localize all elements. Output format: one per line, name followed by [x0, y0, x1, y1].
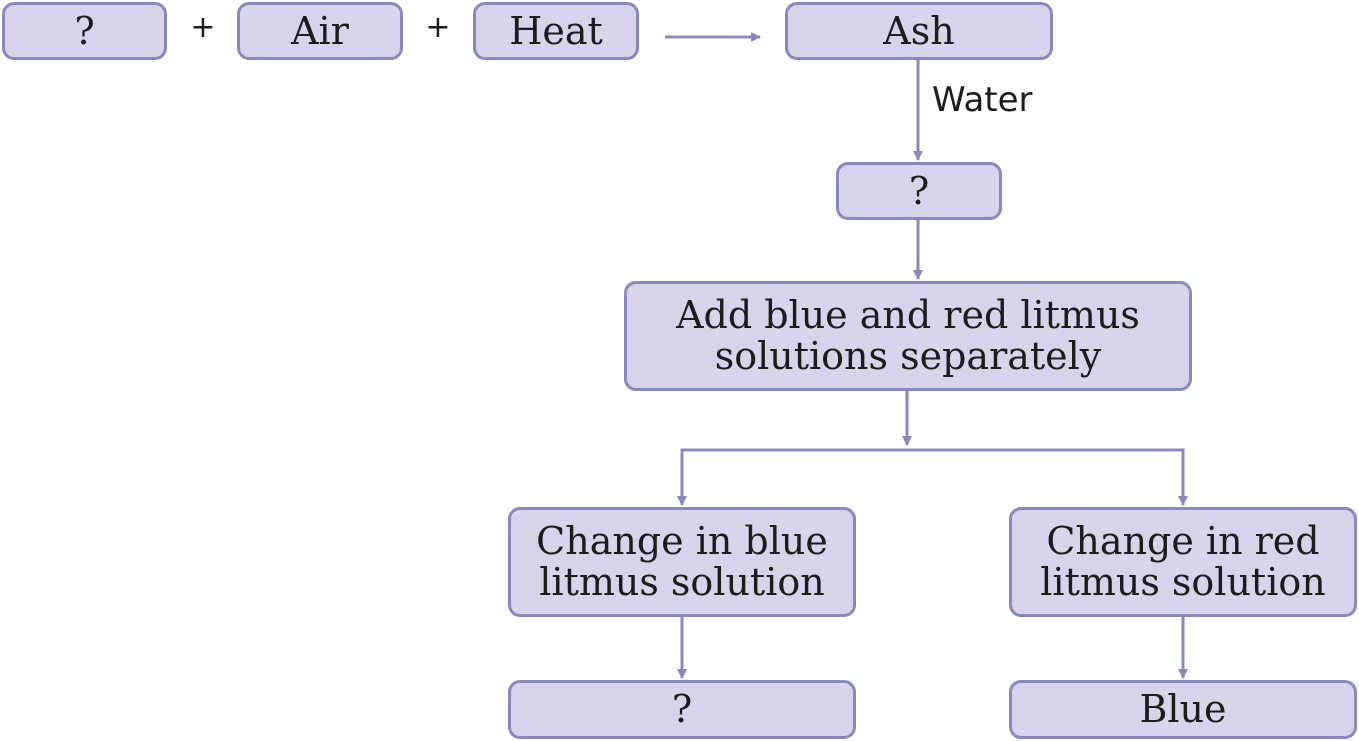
unknown-reactant-label: ?	[74, 8, 95, 53]
heat-label: Heat	[509, 8, 603, 53]
blue-result-label: ?	[671, 687, 693, 731]
blue-litmus-box: Change in blue litmus solution	[508, 507, 856, 617]
unknown-solution-label: ?	[908, 168, 930, 213]
ash-label: Ash	[883, 8, 955, 53]
unknown-solution-box: ?	[836, 162, 1002, 220]
red-litmus-label: Change in red litmus solution	[1040, 519, 1326, 604]
blue-litmus-label: Change in blue litmus solution	[536, 519, 828, 604]
blue-result-box: ?	[508, 680, 856, 739]
branch-split-line	[680, 448, 1185, 504]
air-label: Air	[291, 8, 349, 53]
litmus-test-label: Add blue and red litmus solutions separa…	[676, 293, 1140, 378]
plus-sign-2: +	[425, 10, 451, 45]
unknown-reactant-box: ?	[2, 2, 167, 60]
litmus-test-box: Add blue and red litmus solutions separa…	[624, 281, 1192, 391]
red-litmus-box: Change in red litmus solution	[1009, 507, 1357, 617]
red-result-box: Blue	[1009, 680, 1357, 739]
red-result-label: Blue	[1139, 687, 1227, 731]
air-box: Air	[237, 2, 403, 60]
heat-box: Heat	[473, 2, 639, 60]
ash-box: Ash	[785, 2, 1053, 60]
water-edge-label: Water	[932, 80, 1033, 120]
plus-sign-1: +	[190, 10, 216, 45]
